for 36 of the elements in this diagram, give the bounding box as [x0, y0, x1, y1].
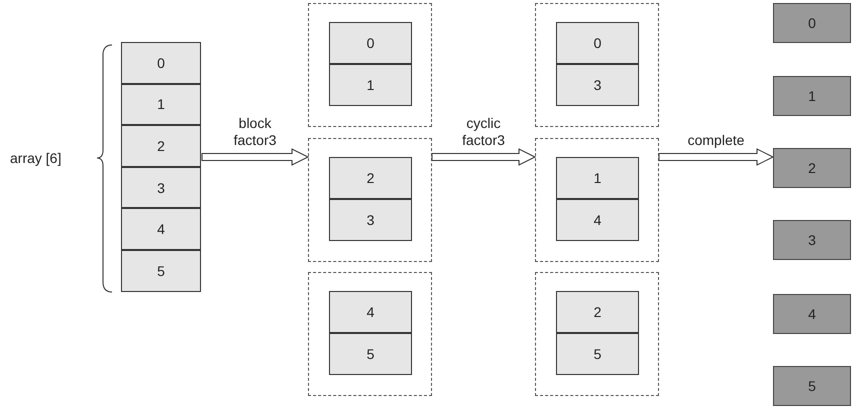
array-stack	[122, 43, 202, 293]
partition-box	[535, 3, 659, 127]
register-cell: 3	[773, 220, 851, 260]
array-cell: 1	[121, 84, 201, 126]
array-cell: 0	[121, 42, 201, 84]
partition-box	[308, 272, 432, 396]
array-cell: 4	[121, 208, 201, 250]
array-cell: 2	[556, 291, 639, 333]
array-cell: 3	[556, 64, 639, 106]
block-arrow	[202, 148, 310, 166]
register-cell: 5	[773, 366, 851, 406]
array-cell: 0	[556, 22, 639, 64]
array-label: array [6]	[10, 150, 62, 167]
register-cell: 2	[773, 148, 851, 188]
array-cell: 3	[329, 199, 412, 241]
register-cell: 0	[773, 3, 851, 43]
block-arrow	[432, 148, 536, 166]
block-arrow	[658, 148, 774, 166]
partition-box	[308, 138, 432, 262]
partition-box	[308, 3, 432, 127]
array-cell: 2	[329, 157, 412, 199]
edge-label: complete	[685, 132, 747, 149]
array-cell: 1	[329, 64, 412, 106]
register-cell: 1	[773, 76, 851, 116]
array-cell: 3	[121, 166, 201, 208]
register-cell: 4	[773, 294, 851, 334]
array-cell: 5	[556, 333, 639, 375]
partition-box	[535, 138, 659, 262]
partition-box	[535, 272, 659, 396]
array-cell: 0	[329, 22, 412, 64]
array-cell: 2	[121, 125, 201, 167]
array-cell: 4	[329, 291, 412, 333]
array-cell: 5	[329, 333, 412, 375]
array-cell: 5	[121, 250, 201, 292]
array-cell: 1	[556, 157, 639, 199]
array-cell: 4	[556, 199, 639, 241]
